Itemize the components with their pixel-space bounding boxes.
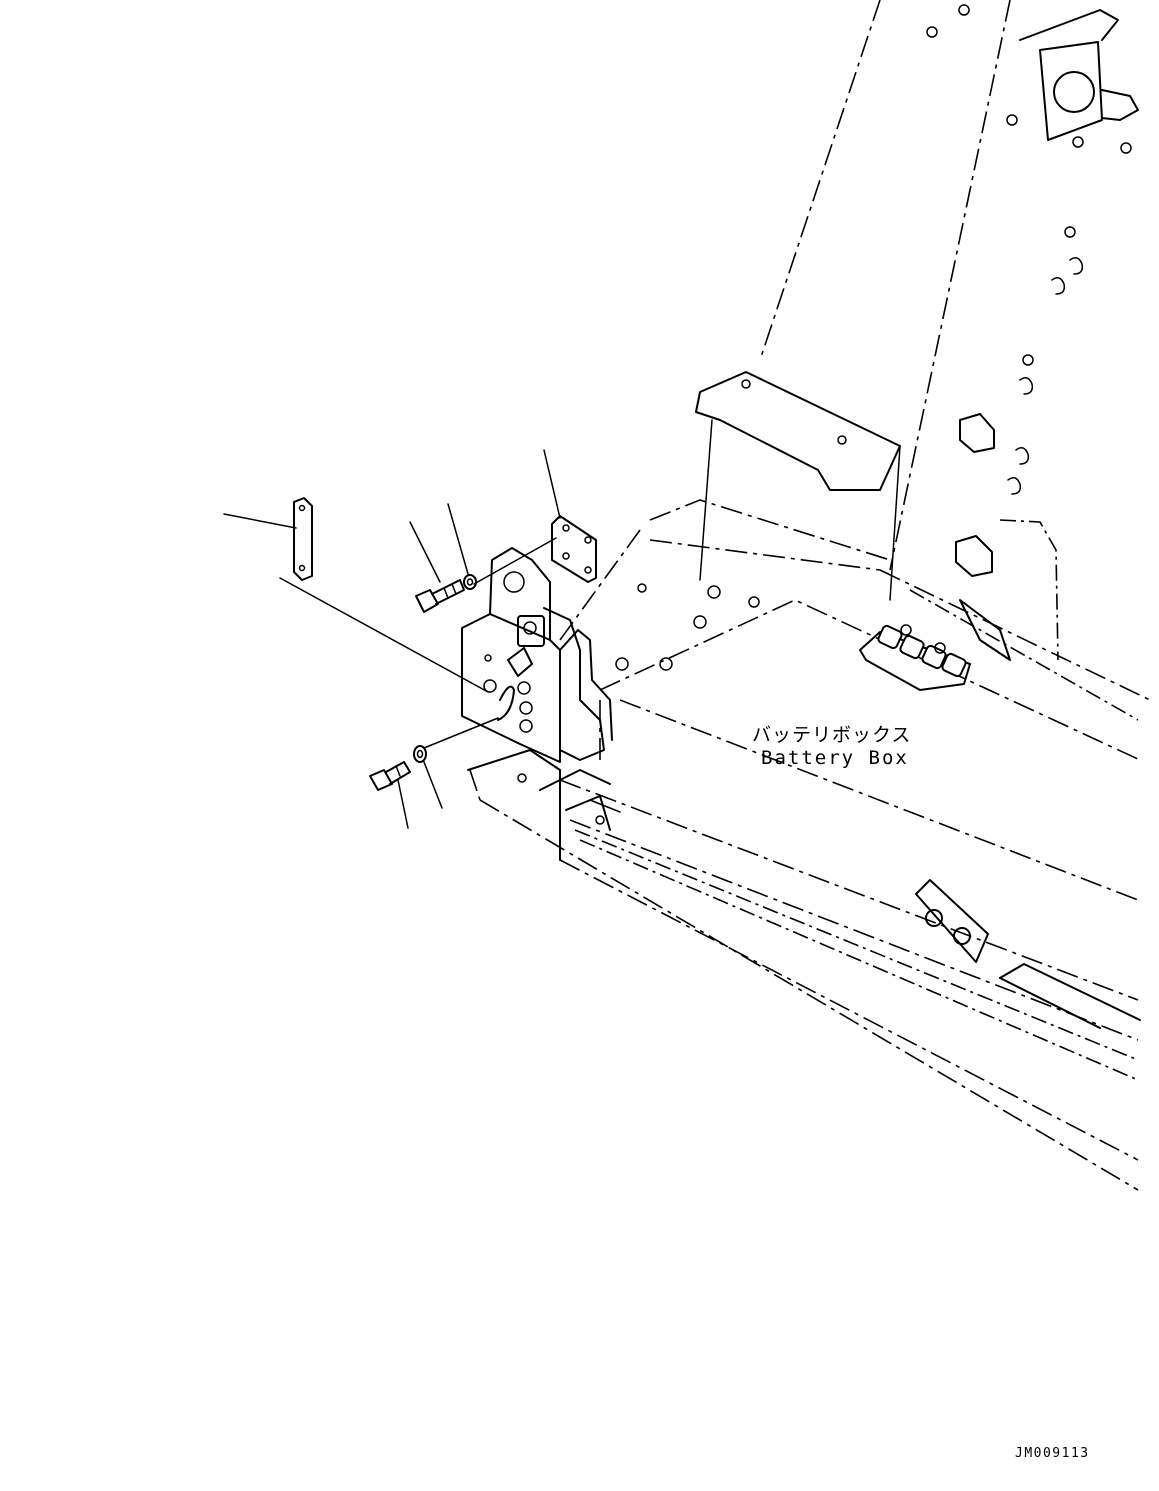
upper-washer [463, 574, 477, 590]
battery-box-body [467, 499, 1151, 1191]
plate-part [293, 497, 313, 581]
drawing-id: JM009113 [1015, 1446, 1090, 1461]
support-bracket [695, 371, 901, 601]
leader-lines [223, 449, 561, 829]
latch-plate [915, 879, 1141, 1029]
lower-washer [413, 745, 427, 763]
frame-post [759, 0, 1139, 661]
battery-box-label-jp: バッテリボックス [752, 724, 912, 746]
cover-plate [551, 515, 597, 583]
hinge-assembly [859, 624, 971, 691]
mounting-bracket [461, 547, 613, 763]
upper-bolt [415, 579, 465, 613]
lower-bolt [369, 761, 411, 791]
battery-box-label-en: Battery Box [761, 747, 909, 769]
